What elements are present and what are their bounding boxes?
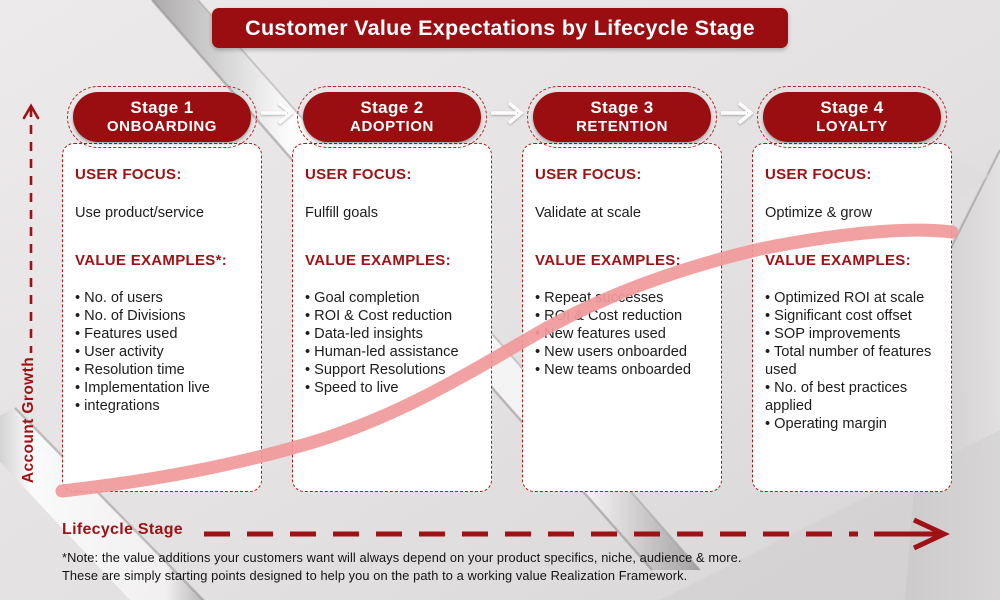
stage-column-retention: Stage 3 RETENTION USER FOCUS: Validate a… — [522, 86, 722, 492]
list-item: SOP improvements — [765, 325, 941, 343]
value-examples-list: Goal completion ROI & Cost reduction Dat… — [305, 289, 481, 397]
list-item: No. of best practices applied — [765, 379, 941, 415]
list-item: ROI & Cost reduction — [535, 307, 711, 325]
stage-arrow-icon — [721, 101, 754, 125]
stage-column-adoption: Stage 2 ADOPTION USER FOCUS: Fulfill goa… — [292, 86, 492, 492]
list-item: No. of Divisions — [75, 307, 251, 325]
user-focus-text: Validate at scale — [535, 205, 642, 221]
list-item: Total number of features used — [765, 343, 941, 379]
list-item: Operating margin — [765, 415, 941, 433]
page-title: Customer Value Expectations by Lifecycle… — [245, 15, 755, 40]
list-item: No. of users — [75, 289, 251, 307]
user-focus-text: Optimize & grow — [765, 205, 873, 221]
stage-columns: Stage 1 ONBOARDING USER FOCUS: Use produ… — [62, 86, 952, 492]
list-item: Support Resolutions — [305, 361, 481, 379]
user-focus-heading: USER FOCUS: — [305, 166, 412, 183]
x-axis-label: Lifecycle Stage — [62, 521, 183, 538]
value-examples-list: No. of users No. of Divisions Features u… — [75, 289, 251, 415]
title-banner: Customer Value Expectations by Lifecycle… — [212, 8, 788, 48]
stage-name: ONBOARDING — [106, 118, 218, 136]
list-item: Repeat successes — [535, 289, 711, 307]
stage-pill-onboarding: Stage 1 ONBOARDING — [67, 86, 257, 148]
list-item: integrations — [75, 397, 251, 415]
user-focus-text: Fulfill goals — [305, 205, 378, 221]
list-item: Significant cost offset — [765, 307, 941, 325]
stage-name: LOYALTY — [816, 118, 888, 136]
value-examples-heading: VALUE EXAMPLES: — [765, 252, 911, 269]
stage-number: Stage 4 — [820, 98, 884, 117]
footnote: *Note: the value additions your customer… — [62, 549, 742, 585]
stage-card-loyalty: USER FOCUS: Optimize & grow VALUE EXAMPL… — [752, 143, 952, 492]
stage-number: Stage 3 — [590, 98, 654, 117]
value-examples-heading: VALUE EXAMPLES*: — [75, 252, 228, 269]
stage-arrow-icon — [491, 101, 524, 125]
stage-card-retention: USER FOCUS: Validate at scale VALUE EXAM… — [522, 143, 722, 492]
user-focus-heading: USER FOCUS: — [75, 166, 182, 183]
user-focus-heading: USER FOCUS: — [535, 166, 642, 183]
list-item: Implementation live — [75, 379, 251, 397]
value-examples-heading: VALUE EXAMPLES: — [535, 252, 681, 269]
list-item: Features used — [75, 325, 251, 343]
list-item: User activity — [75, 343, 251, 361]
stage-card-onboarding: USER FOCUS: Use product/service VALUE EX… — [62, 143, 262, 492]
value-examples-heading: VALUE EXAMPLES: — [305, 252, 451, 269]
stage-pill-loyalty: Stage 4 LOYALTY — [757, 86, 947, 148]
list-item: ROI & Cost reduction — [305, 307, 481, 325]
stage-column-onboarding: Stage 1 ONBOARDING USER FOCUS: Use produ… — [62, 86, 262, 492]
list-item: Goal completion — [305, 289, 481, 307]
stage-arrow-icon — [261, 101, 294, 125]
stage-column-loyalty: Stage 4 LOYALTY USER FOCUS: Optimize & g… — [752, 86, 952, 492]
list-item: Speed to live — [305, 379, 481, 397]
stage-pill-adoption: Stage 2 ADOPTION — [297, 86, 487, 148]
user-focus-heading: USER FOCUS: — [765, 166, 872, 183]
value-examples-list: Repeat successes ROI & Cost reduction Ne… — [535, 289, 711, 379]
list-item: Optimized ROI at scale — [765, 289, 941, 307]
stage-number: Stage 1 — [130, 98, 194, 117]
list-item: Resolution time — [75, 361, 251, 379]
stage-name: ADOPTION — [350, 118, 434, 136]
stage-number: Stage 2 — [360, 98, 424, 117]
y-axis-label: Account Growth — [20, 356, 37, 484]
value-examples-list: Optimized ROI at scale Significant cost … — [765, 289, 941, 433]
lifecycle-axis-arrow — [204, 517, 950, 551]
list-item: New users onboarded — [535, 343, 711, 361]
list-item: Human-led assistance — [305, 343, 481, 361]
list-item: Data-led insights — [305, 325, 481, 343]
list-item: New features used — [535, 325, 711, 343]
footnote-line-1: *Note: the value additions your customer… — [62, 550, 742, 565]
footnote-line-2: These are simply starting points designe… — [62, 568, 688, 583]
stage-card-adoption: USER FOCUS: Fulfill goals VALUE EXAMPLES… — [292, 143, 492, 492]
user-focus-text: Use product/service — [75, 205, 204, 221]
list-item: New teams onboarded — [535, 361, 711, 379]
stage-pill-retention: Stage 3 RETENTION — [527, 86, 717, 148]
stage-name: RETENTION — [575, 118, 669, 136]
account-growth-axis-arrow — [22, 103, 40, 353]
